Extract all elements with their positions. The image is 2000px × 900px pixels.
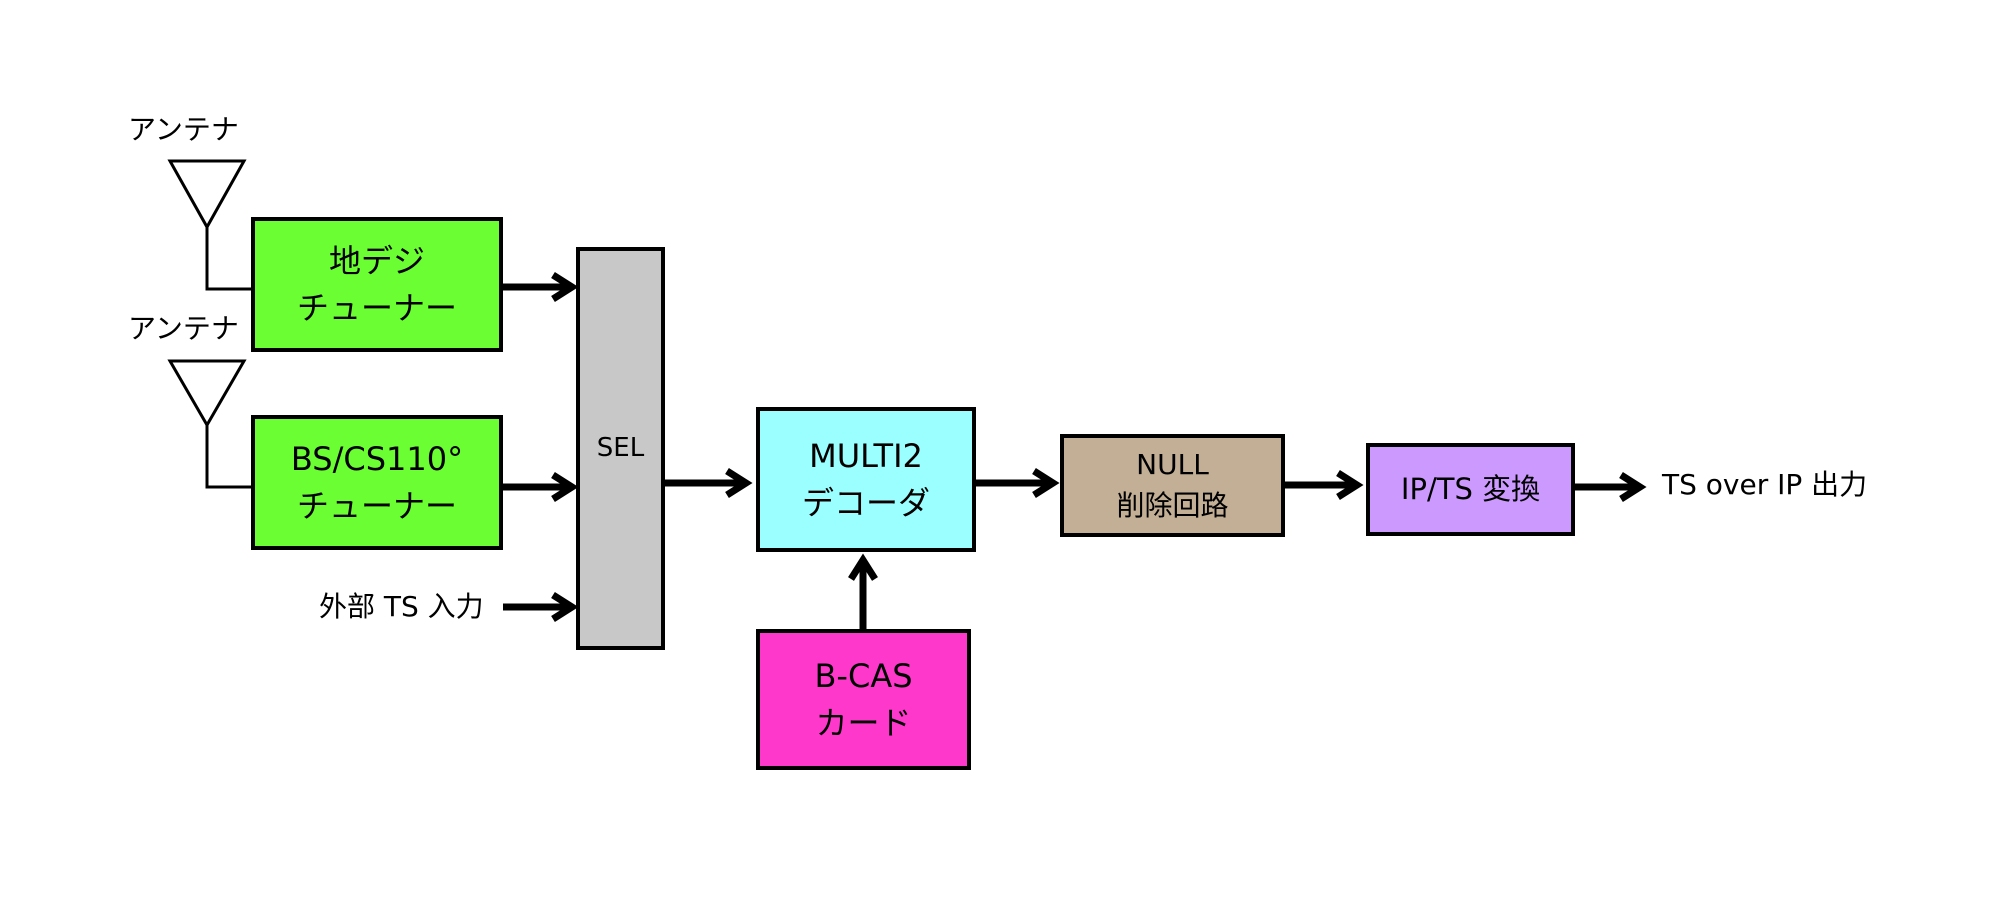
block-label: IP/TS 変換 — [1400, 472, 1541, 507]
antenna-label: アンテナ — [128, 312, 239, 345]
block-label: SEL — [596, 432, 645, 463]
block-label-line: 地デジ — [328, 242, 425, 281]
arrow-multi2-to-null — [976, 468, 1060, 498]
arrow-terrestrial-to-sel — [503, 272, 579, 302]
block-label-line: チューナー — [296, 486, 457, 525]
block-label-line: NULL — [1136, 447, 1209, 481]
null-removal-block: NULL 削除回路 — [1060, 434, 1285, 537]
block-label-line: BS/CS110° — [290, 440, 464, 479]
antenna-icon — [167, 359, 251, 489]
bcas-card-block: B-CAS カード — [756, 629, 971, 770]
arrow-bcas-to-multi2 — [848, 553, 878, 629]
arrow-null-to-ipts — [1285, 470, 1364, 500]
arrow-bs-cs-to-sel — [503, 472, 579, 502]
block-label-line: チューナー — [296, 288, 457, 327]
antenna-icon — [167, 159, 251, 291]
multi2-decoder-block: MULTI2 デコーダ — [756, 407, 976, 552]
ip-ts-converter-block: IP/TS 変換 — [1366, 443, 1575, 536]
arrow-ipts-to-output — [1575, 472, 1647, 502]
antenna-label: アンテナ — [128, 113, 239, 146]
terrestrial-tuner-block: 地デジ チューナー — [251, 217, 503, 352]
block-label-line: デコーダ — [801, 483, 930, 522]
block-label-line: 削除回路 — [1116, 488, 1229, 522]
block-label-line: B-CAS — [814, 657, 913, 696]
ts-over-ip-output-label: TS over IP 出力 — [1662, 468, 1868, 501]
arrow-sel-to-multi2 — [665, 468, 753, 498]
external-ts-input-label: 外部 TS 入力 — [319, 590, 484, 623]
arrow-external-ts-to-sel — [503, 592, 579, 622]
bs-cs-tuner-block: BS/CS110° チューナー — [251, 415, 503, 550]
block-label-line: カード — [815, 703, 912, 742]
block-label-line: MULTI2 — [809, 437, 923, 476]
selector-block: SEL — [576, 247, 665, 650]
